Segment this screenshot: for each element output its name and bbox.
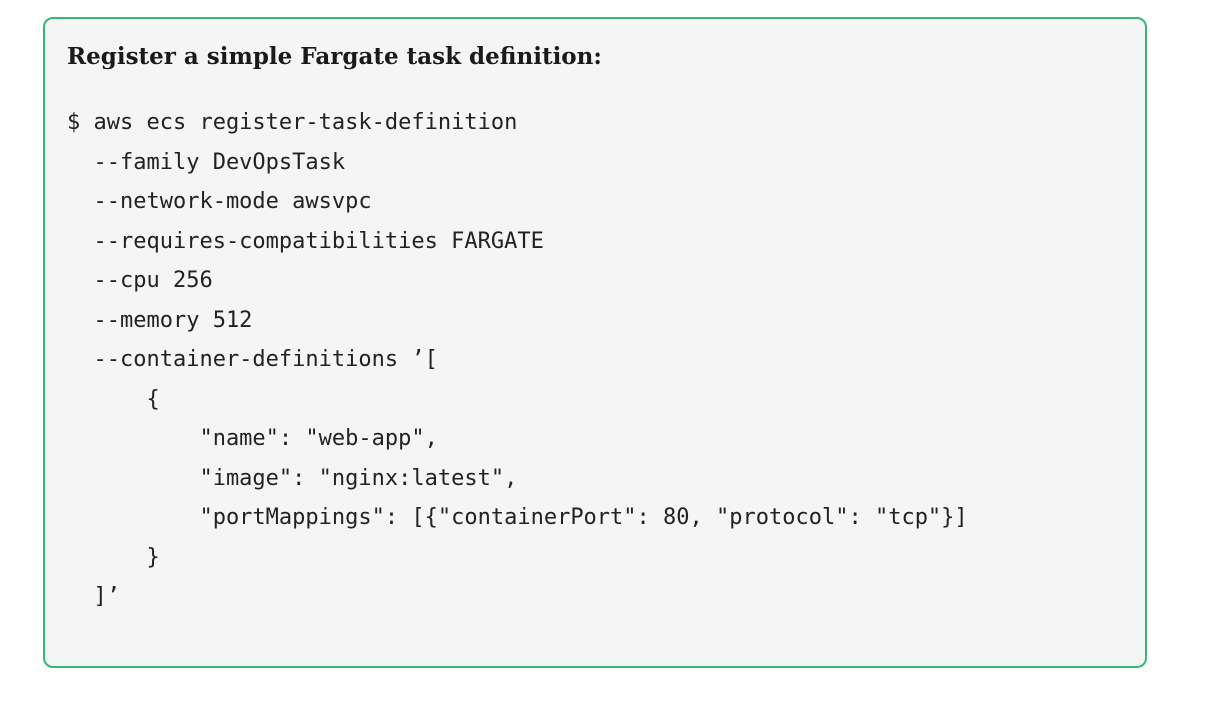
code-line: --cpu 256 (67, 268, 213, 293)
code-line: "image": "nginx:latest", (67, 465, 518, 491)
code-line: --memory 512 (67, 307, 253, 333)
code-example-box: Register a simple Fargate task definitio… (43, 17, 1147, 668)
code-block: $ aws ecs register-task-definition --fam… (67, 103, 968, 617)
code-line: ]’ (67, 584, 120, 609)
code-line: --network-mode awsvpc (67, 189, 372, 214)
code-line: $ aws ecs register-task-definition (67, 110, 518, 135)
code-line: "portMappings": [{"containerPort": 80, "… (67, 505, 968, 530)
code-line: --family DevOpsTask (67, 149, 346, 175)
code-line: --container-definitions ’[ (67, 347, 438, 372)
example-title: Register a simple Fargate task definitio… (67, 43, 602, 70)
code-line: } (67, 544, 160, 570)
code-line: "name": "web-app", (67, 426, 438, 451)
code-line: --requires-compatibilities FARGATE (67, 228, 544, 254)
code-line: { (67, 386, 160, 412)
